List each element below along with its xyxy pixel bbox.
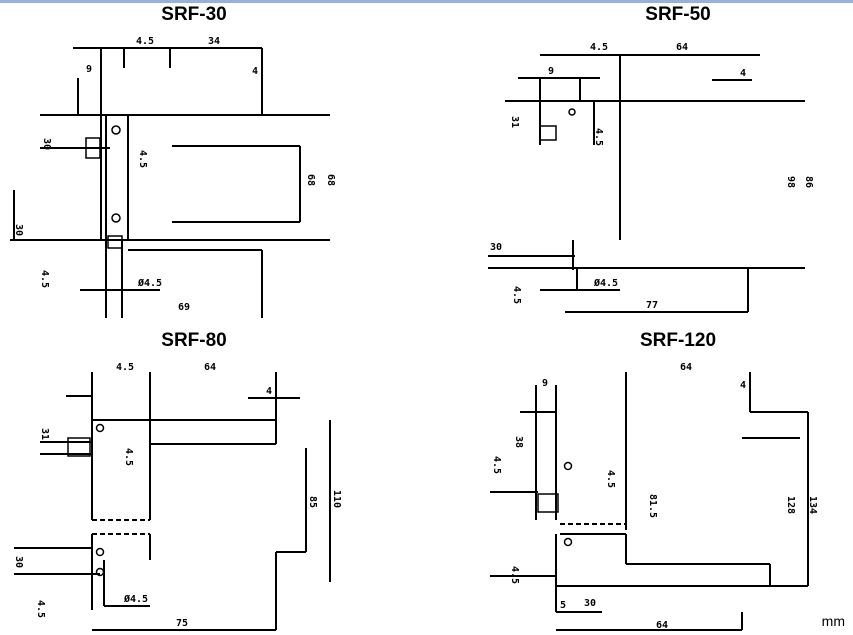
unit-label: mm: [821, 613, 845, 629]
srf50-hole: Ø4.5: [593, 277, 618, 289]
srf30-dim-1: 4.5: [136, 36, 154, 47]
srf30-dim-9: 30: [13, 224, 24, 236]
srf80-dim-3: 4: [266, 386, 272, 397]
srf120-dim-1: 9: [542, 378, 548, 389]
srf120-dim-2: 64: [680, 362, 692, 373]
srf50-dim-9: 30: [490, 242, 502, 253]
srf50-dim-4: 4: [740, 68, 746, 79]
srf120-dim-11: 30: [584, 598, 596, 609]
srf50-dim-7: 98: [785, 176, 796, 188]
srf80-dim-1: 4.5: [116, 362, 134, 373]
srf80-dim-7: 110: [331, 490, 342, 508]
srf120-dim-8: 128: [785, 496, 796, 514]
srf30-dim-7: 68: [305, 174, 316, 186]
srf30-width: 69: [178, 302, 190, 313]
srf30-dim-2: 34: [208, 36, 220, 47]
srf-120-drawing: [490, 372, 809, 631]
srf50-dim-3: 9: [548, 66, 554, 77]
srf50-dim-8: 86: [803, 176, 814, 188]
srf50-width: 77: [646, 300, 658, 311]
srf120-dim-9: 134: [807, 496, 818, 514]
srf30-dim-6: 4.5: [137, 150, 148, 168]
srf50-dim-2: 64: [676, 42, 688, 53]
srf120-dim-4: 38: [513, 436, 524, 448]
srf-50-drawing: [488, 54, 805, 313]
srf120-dim-7: 81.5: [647, 494, 658, 518]
srf80-dim-6: 85: [307, 496, 318, 508]
srf120-dim-13: 4.5: [509, 566, 520, 584]
srf120-dim-12: 64: [656, 620, 668, 631]
srf120-dim-3: 4: [740, 380, 746, 391]
srf30-dim-3: 9: [86, 64, 92, 75]
srf80-dim-8: 30: [13, 556, 24, 568]
srf50-dim-6: 4.5: [593, 128, 604, 146]
srf30-dim-5: 30: [41, 138, 52, 150]
srf120-dim-5: 4.5: [491, 456, 502, 474]
srf30-dim-10: 4.5: [39, 270, 50, 288]
srf80-dim-2: 64: [204, 362, 216, 373]
srf50-dim-5: 31: [509, 116, 520, 128]
mounting-holes: [95, 108, 576, 577]
title-srf-80: SRF-80: [161, 330, 227, 351]
srf30-hole: Ø4.5: [137, 277, 162, 289]
title-srf-30: SRF-30: [161, 4, 227, 25]
srf50-dim-1: 4.5: [590, 42, 608, 53]
title-srf-50: SRF-50: [645, 4, 711, 25]
srf80-dim-9: 4.5: [35, 600, 46, 618]
top-border: [0, 0, 853, 3]
srf30-dim-4: 4: [252, 66, 258, 77]
srf120-dim-6: 4.5: [605, 470, 616, 488]
srf50-dim-10: 4.5: [511, 286, 522, 304]
title-srf-120: SRF-120: [639, 330, 717, 351]
srf80-dim-4: 31: [39, 428, 50, 440]
srf80-hole: Ø4.5: [123, 593, 148, 605]
srf-80-drawing: [14, 372, 331, 631]
srf120-dim-10: 5: [560, 600, 566, 611]
srf80-dim-5: 4.5: [123, 448, 134, 466]
srf80-width: 75: [176, 618, 188, 629]
srf-30-drawing: [10, 47, 330, 318]
srf30-dim-8: 68: [325, 174, 336, 186]
